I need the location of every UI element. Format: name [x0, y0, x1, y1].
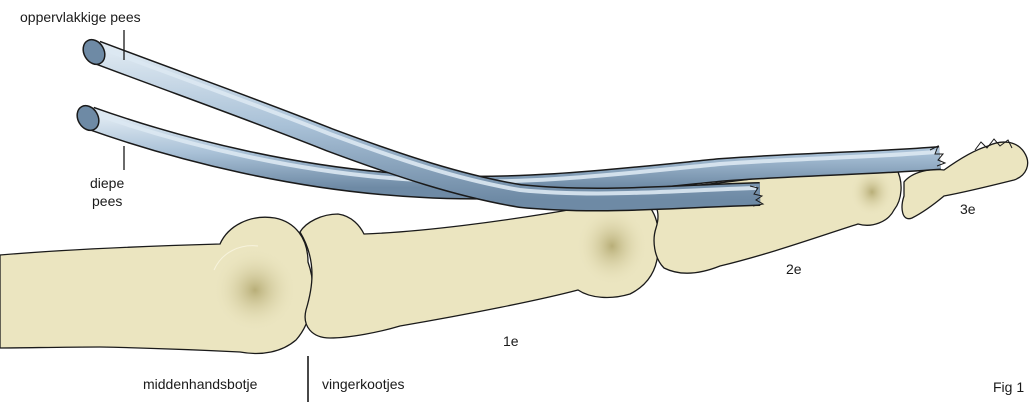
phalanges-label: vingerkootjes	[322, 376, 405, 392]
proximal-phalanx-bone	[300, 192, 658, 338]
metacarpal-bone	[0, 217, 313, 353]
deep-tendon-label-line2: pees	[92, 193, 122, 209]
phalanx-1-label: 1e	[503, 333, 519, 349]
deep-tendon-label-line1: diepe	[90, 175, 124, 191]
superficial-tendon-label: oppervlakkige pees	[20, 9, 141, 25]
phalanx-2-label: 2e	[786, 261, 802, 277]
figure-label: Fig 1	[993, 379, 1024, 395]
deep-tendon	[73, 102, 945, 188]
metacarpal-label: middenhandsbotje	[143, 376, 258, 392]
phalanx-3-label: 3e	[960, 201, 976, 217]
